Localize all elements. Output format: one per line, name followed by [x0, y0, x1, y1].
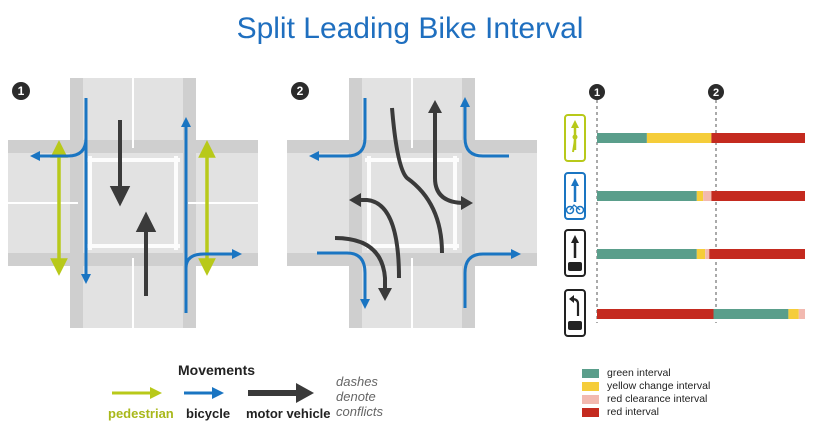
timing-bar-2-red — [709, 249, 805, 259]
legend-green-row: green interval — [582, 367, 710, 379]
timing-bar-1-yellow — [696, 191, 703, 201]
pedestrian-legend-label: pedestrian — [108, 406, 174, 421]
green-swatch — [582, 368, 599, 378]
timing-bar-3-clearance — [798, 309, 805, 319]
timing-svg: 1 2 — [564, 84, 805, 337]
timing-bar-3-red — [597, 309, 714, 319]
timing-bar-2-yellow — [696, 249, 706, 259]
timing-bar-0-red — [711, 133, 805, 143]
bicycle-arrow-icon — [184, 387, 224, 399]
timing-bars — [597, 133, 805, 319]
marker-1-circle — [589, 84, 605, 100]
legend-yellow-row: yellow change interval — [582, 380, 710, 392]
conflicts-note: dashes denote conflicts — [336, 374, 383, 419]
movements-legend-title: Movements — [178, 362, 256, 378]
bicycle-signal-icon — [564, 172, 586, 220]
marker-2-label: 2 — [713, 87, 719, 99]
page-title: Split Leading Bike Interval — [236, 12, 584, 45]
timing-bar-0-yellow — [646, 133, 712, 143]
pedestrian-signal-icon — [564, 114, 586, 162]
signal-interval-legend: green interval yellow change interval re… — [582, 367, 710, 419]
yellow-interval-label: yellow change interval — [607, 380, 711, 392]
legend-red-row: red interval — [582, 406, 710, 418]
bicycle-legend-label: bicycle — [186, 406, 231, 421]
clearance-interval-label: red clearance interval — [607, 393, 708, 405]
red-swatch — [582, 407, 599, 417]
timing-bar-3-yellow — [788, 309, 799, 319]
yellow-swatch — [582, 381, 599, 391]
green-interval-label: green interval — [607, 367, 671, 379]
timing-bar-1-green — [597, 191, 697, 201]
red-interval-label: red interval — [607, 406, 659, 418]
marker-2-circle — [708, 84, 724, 100]
intersection-diagram-1 — [7, 77, 259, 329]
movement-arrows — [112, 383, 314, 403]
signal-timing-chart: 1 2 — [560, 78, 815, 348]
marker-1-label: 1 — [594, 87, 600, 99]
timing-bar-2-clearance — [705, 249, 710, 259]
intersection-phase-1: 1 — [7, 77, 259, 329]
pedestrian-arrow-icon — [112, 387, 162, 399]
phase-2-badge: 2 — [291, 82, 309, 100]
timing-bar-3-green — [713, 309, 789, 319]
legend-clearance-row: red clearance interval — [582, 393, 710, 405]
intersection-phase-2: 2 — [286, 77, 538, 329]
motor-vehicle-arrow-icon — [248, 383, 314, 403]
vehicle-left-turn-signal-icon — [564, 289, 586, 337]
motor-vehicle-legend-label: motor vehicle — [246, 406, 331, 421]
timing-bar-0-green — [597, 133, 647, 143]
timing-bar-2-green — [597, 249, 697, 259]
intersection-diagram-2 — [286, 77, 538, 329]
timing-bar-1-red — [711, 191, 805, 201]
clearance-swatch — [582, 394, 599, 404]
phase-1-badge: 1 — [12, 82, 30, 100]
vehicle-signal-icon — [564, 229, 586, 277]
timing-bar-1-clearance — [703, 191, 712, 201]
